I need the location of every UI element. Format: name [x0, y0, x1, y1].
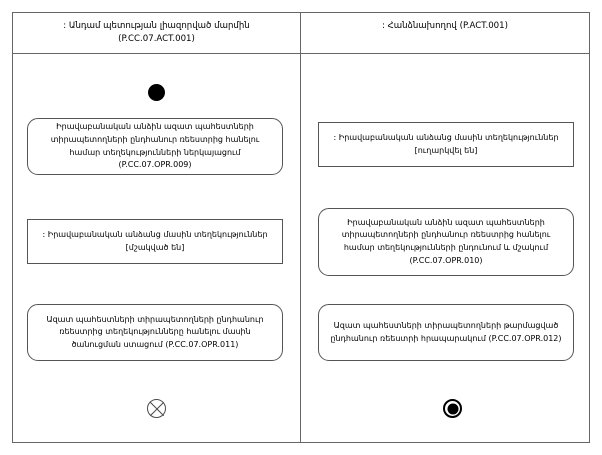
swimlane-left-header-line1: : Անդամ պետության լիազորված մարմին [63, 21, 250, 31]
activity-final-node [443, 399, 462, 418]
object-node-right-info-sent-label: : Իրավաբանական անձանց մասին տեղեկություն… [333, 132, 559, 155]
swimlane-left-header: : Անդամ պետության լիազորված մարմին (P.CC… [13, 13, 300, 54]
action-node-left-receive-notice-label: Ազատ պահեստների տիրապետողների ընդհանուր … [46, 314, 264, 349]
object-node-right-info-sent[interactable]: : Իրավաբանական անձանց մասին տեղեկություն… [318, 122, 574, 167]
flow-final-node [147, 399, 166, 418]
swimlane-left-header-line2: (P.CC.07.ACT.001) [118, 34, 195, 44]
action-node-left-submit-info-label: Իրավաբանական անձին ազատ պահեստների տիրապ… [50, 122, 260, 170]
swimlane-right-header: : Հանձնախողով (P.ACT.001) [301, 13, 589, 54]
action-node-right-receive-process[interactable]: Իրավաբանական անձին ազատ պահեստների տիրապ… [318, 208, 574, 276]
initial-node [148, 84, 165, 101]
action-node-right-publish-registry[interactable]: Ազատ պահեստների տիրապետողների թարմացված … [318, 304, 574, 361]
action-node-left-receive-notice[interactable]: Ազատ պահեստների տիրապետողների ընդհանուր … [27, 304, 283, 361]
action-node-right-publish-registry-label: Ազատ պահեստների տիրապետողների թարմացված … [330, 320, 562, 343]
swimlane-right-header-line1: : Հանձնախողով (P.ACT.001) [382, 21, 508, 31]
object-node-left-info-processed-label: : Իրավաբանական անձանց մասին տեղեկություն… [42, 229, 268, 252]
action-node-right-receive-process-label: Իրավաբանական անձին ազատ պահեստների տիրապ… [341, 217, 551, 265]
action-node-left-submit-info[interactable]: Իրավաբանական անձին ազատ պահեստների տիրապ… [27, 118, 283, 175]
object-node-left-info-processed[interactable]: : Իրավաբանական անձանց մասին տեղեկություն… [27, 219, 283, 264]
